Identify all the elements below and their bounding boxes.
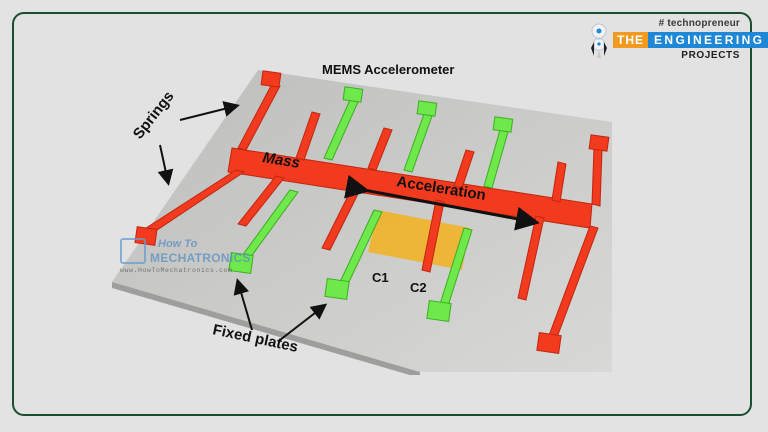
- howtomechatronics-watermark: How To MECHATRONICS www.HowToMechatronic…: [120, 238, 250, 280]
- mass-label: Mass: [261, 149, 301, 172]
- springs-arrow-upper: [179, 101, 240, 121]
- logo-engineering: ENGINEERING: [648, 32, 768, 48]
- watermark-line2: MECHATRONICS: [150, 251, 251, 265]
- logo-tagline: # technopreneur: [658, 18, 740, 29]
- mechatronics-logo-icon: [120, 238, 146, 264]
- diagram-title: MEMS Accelerometer: [322, 62, 454, 77]
- logo-the: THE: [613, 32, 648, 48]
- c2-label: C2: [410, 280, 427, 295]
- fixed-plates-arrow-right: [279, 303, 328, 341]
- c1-label: C1: [372, 270, 389, 285]
- watermark-line1: How To: [158, 238, 198, 250]
- acceleration-arrow: [344, 174, 540, 231]
- springs-arrow-lower: [157, 144, 174, 186]
- the-engineering-projects-logo: # technopreneur THE ENGINEERING PROJECTS: [588, 18, 768, 64]
- fixed-plates-arrow-left: [233, 278, 253, 331]
- fixed-plates: [228, 86, 514, 323]
- watermark-url: www.HowToMechatronics.com: [120, 267, 233, 274]
- springs-label: Springs: [130, 88, 178, 142]
- logo-projects: PROJECTS: [681, 50, 740, 61]
- mems-accelerometer-diagram: MEMS Accelerometer Springs Mass Accelera…: [100, 30, 620, 375]
- robot-mascot-icon: [591, 23, 607, 58]
